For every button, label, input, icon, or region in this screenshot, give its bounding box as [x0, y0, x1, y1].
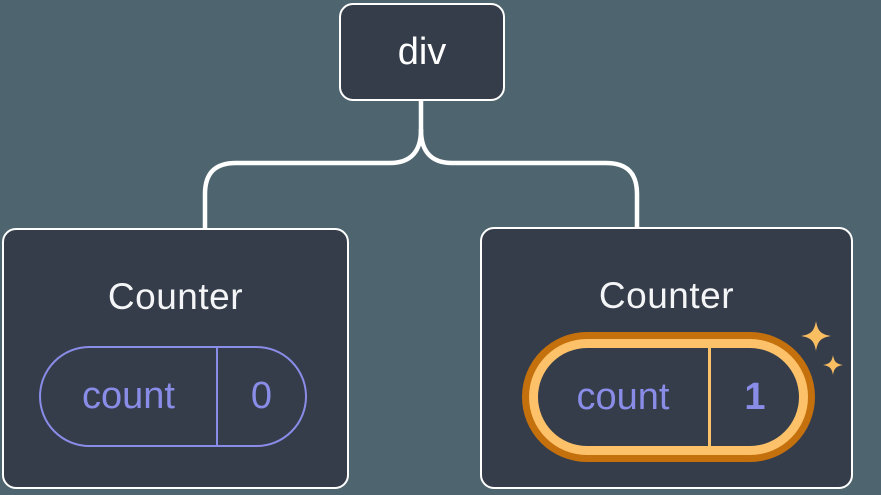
- highlight-ring: count 1: [529, 339, 808, 455]
- state-pill: count 0: [39, 346, 307, 447]
- state-value: 0: [250, 375, 273, 417]
- sparkles-icon: [801, 321, 843, 375]
- state-pill-divider: [216, 348, 218, 445]
- sparkle-large: [801, 321, 831, 351]
- counter-title: Counter: [598, 275, 735, 316]
- counter-title: Counter: [107, 276, 244, 317]
- counter-node-1: Counter count 0: [2, 228, 349, 489]
- state-value: 1: [744, 375, 766, 418]
- root-node-div: div: [339, 3, 505, 101]
- connector-branch-right: [418, 127, 640, 233]
- highlighted-state-pill: count 1: [522, 332, 815, 462]
- connector-branch-left: [202, 127, 424, 233]
- root-node-label: div: [397, 30, 447, 73]
- state-key-label: count: [82, 375, 175, 417]
- counter-node-2: Counter count 1: [480, 227, 853, 489]
- state-pill-divider: [708, 348, 711, 446]
- sparkle-small: [823, 355, 843, 375]
- state-key-label: count: [576, 375, 670, 418]
- state-pill: count 1: [538, 348, 799, 446]
